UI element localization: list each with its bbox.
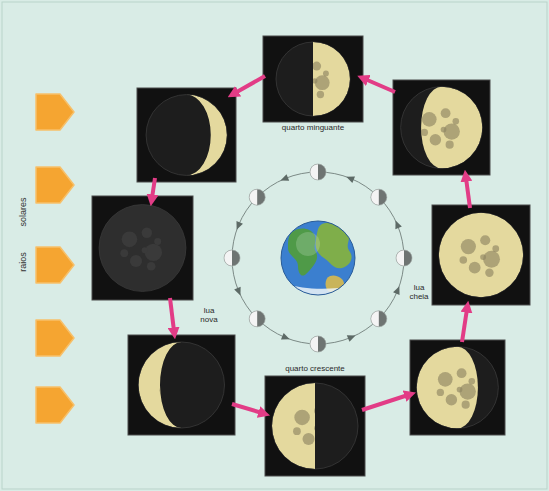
orbit-moon (310, 164, 326, 180)
sequence-arrow (152, 178, 155, 198)
moon-phase-box: quarto crescente (265, 376, 365, 476)
photo-frame (265, 376, 365, 476)
moon-lit-side (146, 95, 227, 176)
orbit-arrowhead (395, 220, 401, 229)
moon-crater (147, 262, 156, 271)
phase-label: quarto crescente (285, 365, 345, 374)
moon-phase-box: quarto minguante (263, 36, 363, 122)
moon-crater (142, 247, 148, 253)
side-label: solares (19, 197, 29, 226)
earth-globe (281, 221, 355, 308)
moon-dark-side (439, 213, 523, 297)
photo-frame (410, 340, 505, 435)
phase-label: quarto minguante (282, 124, 344, 133)
orbit-moon (224, 250, 240, 266)
moon-phase-box: lua nova (92, 196, 193, 300)
phase-label: lua nova (197, 307, 221, 325)
orbit-arrowhead (236, 221, 242, 230)
sun-ray-symbol (36, 247, 74, 283)
orbit-arrowhead (234, 287, 240, 296)
moon-dark-side (272, 383, 358, 469)
moon-dark-side (276, 42, 350, 116)
phase-label: lua cheia (406, 284, 432, 302)
moon-lit-side (439, 213, 523, 297)
moon-lit-side (276, 42, 350, 116)
moon-lit-side (139, 342, 225, 428)
moon-dark-side (99, 205, 186, 292)
moon-photo (137, 88, 236, 182)
moon-dark-side (146, 95, 227, 176)
sequence-arrow (362, 395, 408, 410)
moon-dark-side (139, 342, 225, 428)
moon-crater (145, 244, 162, 261)
photo-frame (263, 36, 363, 122)
moon-photo (92, 196, 193, 300)
orbit-moon (310, 336, 326, 352)
moon-photo (432, 205, 530, 305)
sequence-arrow (462, 309, 467, 342)
moon-photo (265, 376, 365, 476)
photo-frame (432, 205, 530, 305)
moon-lit-side (417, 347, 499, 429)
moon-lit-side (401, 87, 483, 169)
orbit-arrowhead (280, 174, 289, 180)
moon-photo (263, 36, 363, 122)
moon-crater (120, 249, 128, 257)
sun-ray-symbol (36, 94, 74, 130)
orbit-arrowhead (347, 335, 356, 341)
sequence-arrow (365, 79, 395, 92)
orbit-arrowhead (281, 333, 290, 339)
sequence-arrow (466, 178, 470, 208)
moon-dark-side (401, 87, 483, 169)
photo-frame (393, 80, 490, 175)
side-label: raios (19, 252, 29, 272)
orbit-moon (371, 189, 387, 205)
moon-dark-side (417, 347, 499, 429)
orbit-arrowhead (393, 286, 399, 295)
moon-crater (130, 255, 142, 267)
orbit-moon (249, 189, 265, 205)
photo-frame (92, 196, 193, 300)
sun-ray-symbol (36, 387, 74, 423)
orbit-moon (249, 311, 265, 327)
photo-frame (137, 88, 236, 182)
sequence-arrow (170, 298, 174, 331)
moon-photo (393, 80, 490, 175)
moon-crater (142, 228, 152, 238)
orbit-moon (371, 311, 387, 327)
moon-lit-side (272, 383, 358, 469)
moon-photo (410, 340, 505, 435)
moon-crater (154, 238, 161, 245)
moon-photo (128, 335, 235, 435)
label-holder: solares (0, 0, 29, 10)
moon-orbit (232, 172, 404, 344)
moon-crater (122, 231, 138, 247)
sun-ray-symbol (36, 167, 74, 203)
sequence-arrow (232, 404, 262, 413)
sequence-arrow (235, 76, 265, 93)
orbit-arrowhead (346, 176, 355, 182)
photo-frame (128, 335, 235, 435)
sun-ray-symbol (36, 320, 74, 356)
orbit-moon (396, 250, 412, 266)
label-holder: raios (0, 0, 20, 10)
moon-phase-box: lua cheia (432, 205, 530, 305)
